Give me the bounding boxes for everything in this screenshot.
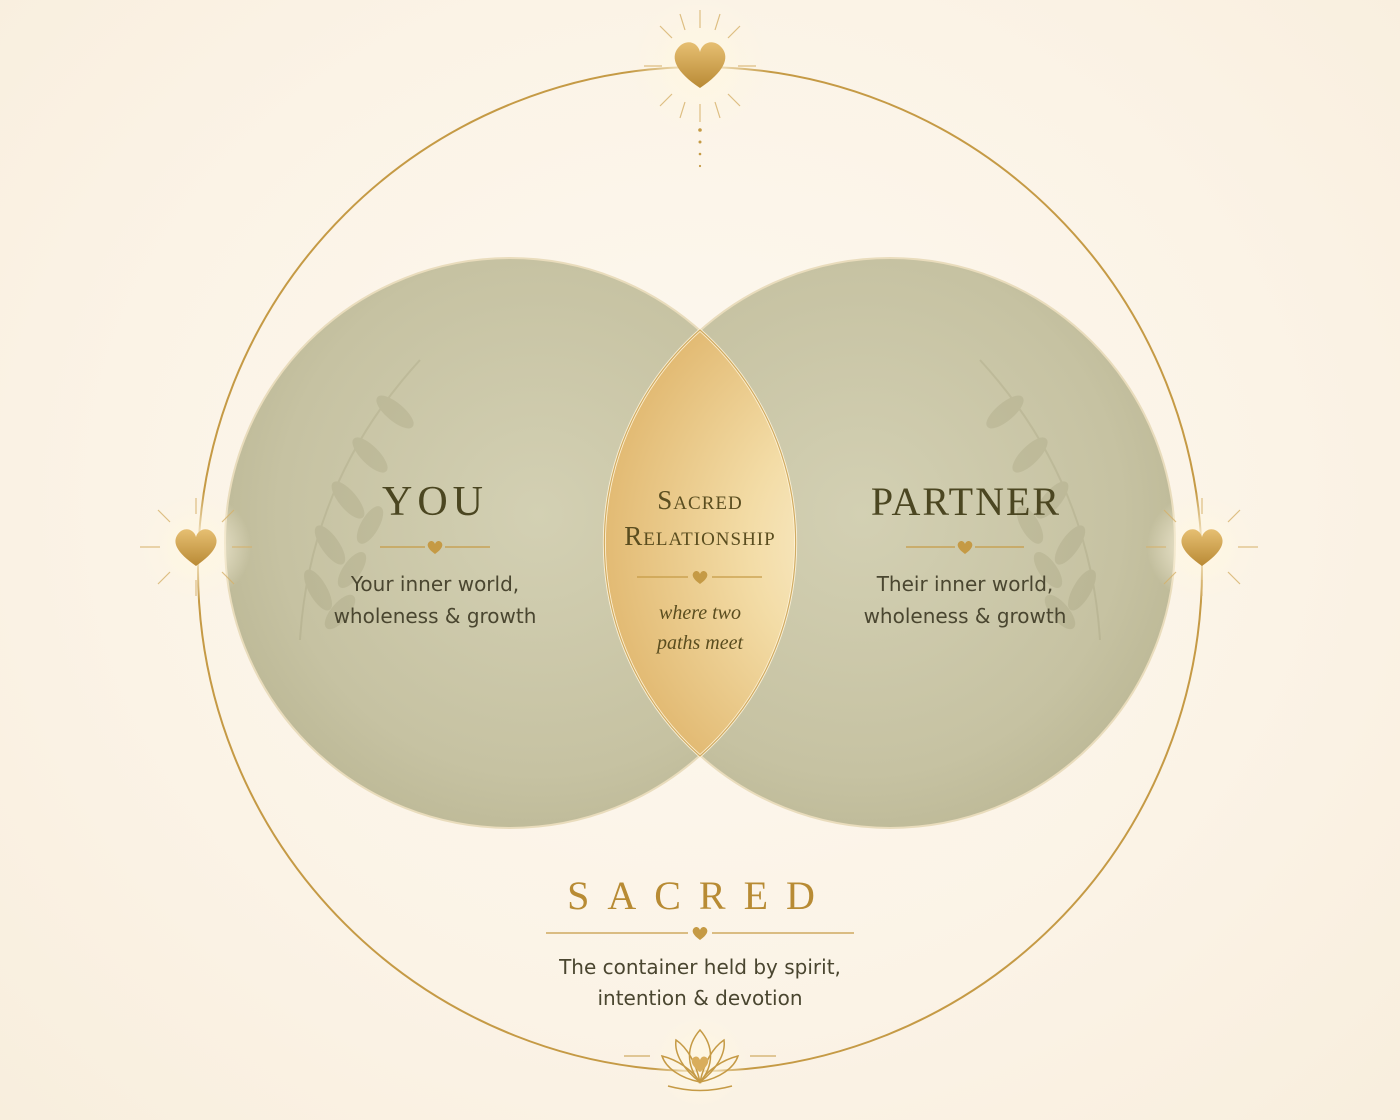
- you-description-line: wholeness & growth: [333, 604, 537, 628]
- you-title: YOU: [382, 479, 488, 525]
- partner-description-line: wholeness & growth: [863, 604, 1067, 628]
- partner-title: PARTNER: [870, 479, 1062, 524]
- you-description-line: Your inner world,: [350, 572, 520, 596]
- intersection-lens: [605, 258, 795, 828]
- heart-icon: [1146, 492, 1258, 602]
- dot-connector: [698, 128, 702, 168]
- sacred-relationship-subtitle: where two paths meet: [600, 598, 800, 658]
- lotus-icon: [624, 1014, 776, 1110]
- partner-description: Their inner world, wholeness & growth: [840, 568, 1090, 632]
- laurel-icon: [299, 359, 421, 641]
- sacred-relationship-subtitle-line: paths meet: [656, 632, 744, 654]
- heart-icon: [427, 540, 973, 940]
- sacred-description: The container held by spirit, intention …: [450, 952, 950, 1014]
- heart-icon: [630, 0, 770, 136]
- sacred-relationship-title-line: Relationship: [624, 521, 776, 551]
- sacred-title: SACRED: [567, 873, 833, 918]
- partner-description-line: Their inner world,: [876, 572, 1054, 596]
- heart-icon: [140, 492, 252, 602]
- you-description: Your inner world, wholeness & growth: [310, 568, 560, 632]
- laurel-icon: [979, 359, 1101, 641]
- sacred-description-line: The container held by spirit,: [559, 955, 841, 979]
- sacred-relationship-subtitle-line: where two: [658, 602, 742, 624]
- sacred-relationship-title: Sacred Relationship: [580, 482, 820, 554]
- sacred-description-line: intention & devotion: [597, 986, 803, 1010]
- divider: [380, 546, 1024, 934]
- sacred-relationship-title-line: Sacred: [657, 485, 743, 515]
